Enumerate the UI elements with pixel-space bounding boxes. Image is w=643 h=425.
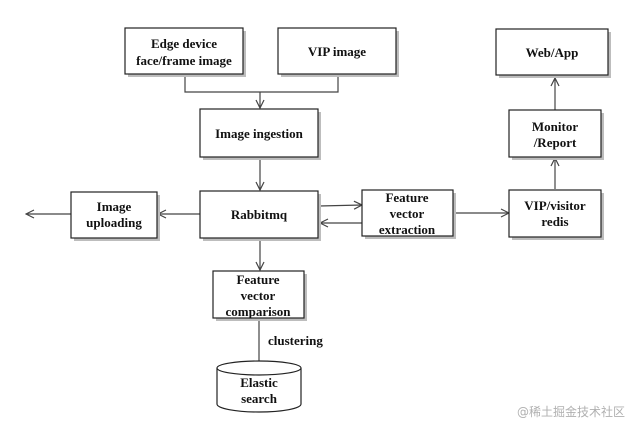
node-image-uploading: Image uploading — [70, 191, 160, 241]
node-image-uploading-line1: Image — [97, 199, 132, 214]
node-web-app-label: Web/App — [526, 45, 579, 60]
node-vip-redis-line1: VIP/visitor — [524, 198, 586, 213]
node-feature-extraction-line3: extraction — [379, 222, 436, 237]
node-vip-image: VIP image — [277, 27, 399, 77]
node-monitor-report-line2: /Report — [533, 135, 577, 150]
node-web-app: Web/App — [495, 28, 611, 78]
node-feature-comparison-line2: vector — [241, 288, 276, 303]
node-feature-comparison-line1: Feature — [236, 272, 279, 287]
node-feature-comparison: Feature vector comparison — [212, 270, 307, 321]
node-feature-comparison-line3: comparison — [226, 304, 292, 319]
edge-device-to-merge — [184, 75, 339, 93]
node-elastic-search-line2: search — [241, 391, 278, 406]
node-elastic-search: Elastic search — [216, 360, 302, 413]
node-rabbitmq-label: Rabbitmq — [231, 207, 288, 222]
node-rabbitmq: Rabbitmq — [199, 190, 321, 241]
edge-label-clustering: clustering — [268, 333, 323, 348]
watermark: @稀土掘金技术社区 — [517, 404, 625, 419]
node-vip-image-label: VIP image — [308, 44, 366, 59]
node-image-ingestion-label: Image ingestion — [215, 126, 304, 141]
node-vip-redis: VIP/visitor redis — [508, 189, 604, 240]
rabbitmq-to-extraction — [318, 205, 362, 206]
node-vip-redis-line2: redis — [541, 214, 568, 229]
node-image-uploading-line2: uploading — [86, 215, 142, 230]
node-monitor-report-line1: Monitor — [532, 119, 578, 134]
node-image-ingestion: Image ingestion — [199, 108, 321, 160]
node-elastic-search-line1: Elastic — [240, 375, 278, 390]
node-edge-device: Edge device face/frame image — [124, 27, 246, 77]
node-edge-device-line2: face/frame image — [136, 53, 232, 68]
node-feature-extraction-line2: vector — [390, 206, 425, 221]
node-feature-extraction-line1: Feature — [385, 190, 428, 205]
node-monitor-report: Monitor /Report — [508, 109, 604, 160]
node-feature-extraction: Feature vector extraction — [361, 189, 456, 239]
node-edge-device-line1: Edge device — [151, 36, 217, 51]
connectors — [26, 75, 555, 372]
